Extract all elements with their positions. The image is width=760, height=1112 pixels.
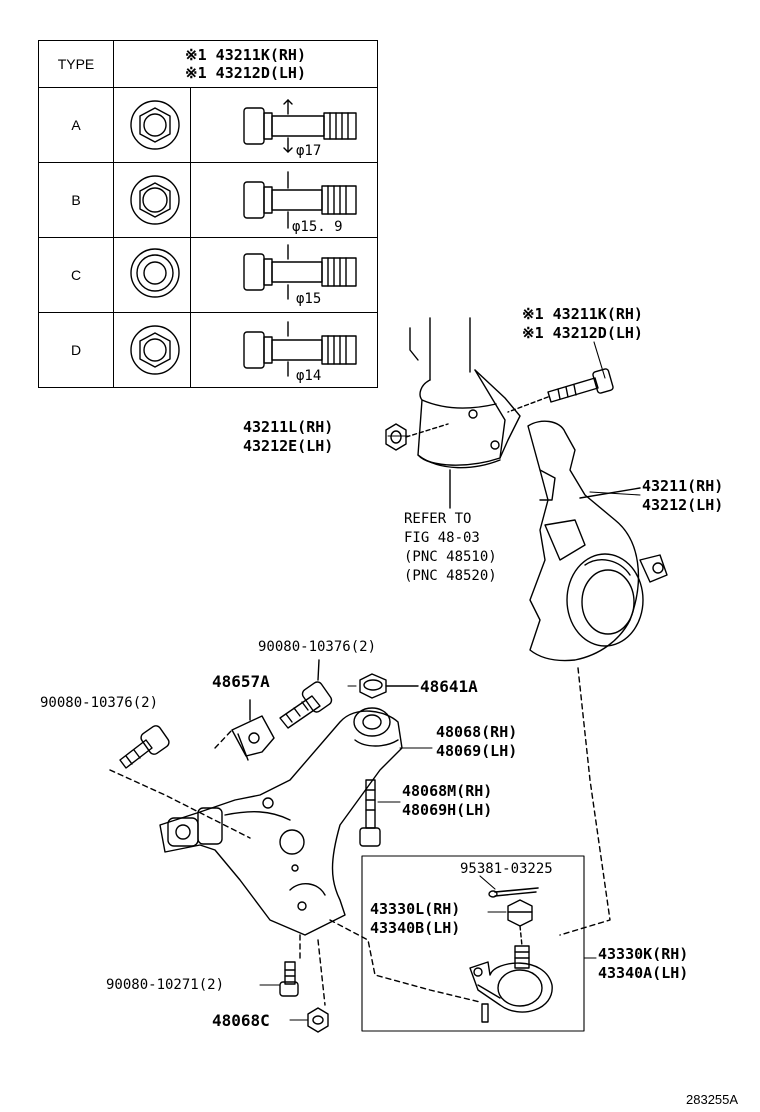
- label-knuckle-43211: 43211(RH) 43212(LH): [642, 477, 723, 515]
- label-ball-joint-rh: 43330K(RH): [598, 945, 689, 963]
- label-bushing-48068: 48068(RH) 48069(LH): [436, 723, 517, 761]
- bracket-48657a-drawing: [231, 699, 275, 761]
- leader-lines: [259, 341, 641, 1021]
- label-ball-joint-lh: 43340A(LH): [598, 964, 689, 982]
- type-c-bolt: [190, 237, 378, 313]
- type-d-head: [113, 312, 191, 388]
- nut-43211l-drawing: [385, 423, 449, 451]
- dim-type-c: φ15: [296, 291, 322, 307]
- label-knuckle-rh: 43211(RH): [642, 477, 724, 495]
- label-bolt-90080-10271: 90080-10271(2): [106, 977, 225, 993]
- label-castle-nut-lh: 43340B(LH): [370, 919, 461, 937]
- type-b-label: B: [38, 162, 114, 238]
- label-castle-nut-43330l: 43330L(RH) 43340B(LH): [370, 900, 460, 938]
- label-bolt-43211k: ※1 43211K(RH) ※1 43212D(LH): [522, 305, 643, 343]
- type-a-label: A: [38, 87, 114, 163]
- label-nut-43212e-lh: 43212E(LH): [243, 437, 334, 455]
- lower-control-arm-drawing: [159, 707, 481, 1006]
- header-part-lh: ※1 43212D(LH): [185, 64, 306, 82]
- refer-line-3: (PNC 48510): [404, 549, 497, 565]
- refer-line-1: REFER TO: [404, 511, 472, 527]
- label-ball-joint-43330k: 43330K(RH) 43340A(LH): [598, 945, 688, 983]
- type-a-head: [113, 87, 191, 163]
- label-refer-to-fig: REFER TO FIG 48-03 (PNC 48510) (PNC 4852…: [404, 510, 497, 586]
- label-bolt-43211k-rh: ※1 43211K(RH): [522, 305, 643, 323]
- bolt-90080-left-drawing: [109, 725, 251, 839]
- label-nut-43211l: 43211L(RH) 43212E(LH): [243, 418, 333, 456]
- label-knuckle-lh: 43212(LH): [642, 496, 724, 514]
- label-bolt-90080-10376-left: 90080-10376(2): [40, 695, 159, 711]
- label-bolt-48069h-lh: 48069H(LH): [402, 801, 493, 819]
- diagram-id: 283255A: [686, 1092, 739, 1107]
- label-nut-48641a: 48641A: [420, 677, 478, 696]
- ball-joint-group-frame: [361, 855, 585, 1032]
- nut-48641a-drawing: [359, 673, 419, 699]
- table-header-type: TYPE: [38, 40, 114, 88]
- type-a-bolt: [190, 87, 378, 163]
- bolt-48068m-drawing: [359, 779, 381, 847]
- label-bushing-rh: 48068(RH): [436, 723, 518, 741]
- table-bolt-sides: [243, 99, 357, 377]
- bolt-type-table: TYPE ※1 43211K(RH) ※1 43212D(LH) A B C D: [38, 40, 378, 388]
- label-bolt-48068m: 48068M(RH) 48069H(LH): [402, 782, 492, 820]
- label-bracket-48657a: 48657A: [212, 672, 270, 691]
- label-bushing-lh: 48069(LH): [436, 742, 518, 760]
- dim-type-a: φ17: [296, 143, 322, 159]
- header-part-rh: ※1 43211K(RH): [185, 46, 306, 64]
- dim-type-b: φ15. 9: [292, 219, 343, 235]
- refer-line-2: FIG 48-03: [404, 530, 480, 546]
- refer-line-4: (PNC 48520): [404, 568, 497, 584]
- label-bolt-90080-10376-top: 90080-10376(2): [258, 639, 377, 655]
- label-castle-nut-rh: 43330L(RH): [370, 900, 461, 918]
- type-d-label: D: [38, 312, 114, 388]
- nut-48068c-drawing: [307, 1007, 329, 1033]
- label-bolt-43212d-lh: ※1 43212D(LH): [522, 324, 643, 342]
- bolt-90080-top-drawing: [279, 659, 333, 729]
- table-hex-heads: [130, 100, 180, 375]
- label-nut-43211l-rh: 43211L(RH): [243, 418, 334, 436]
- bolt-90080-10271-drawing: [279, 961, 299, 997]
- ball-joint-drawing: [469, 887, 553, 1023]
- bolt-43211k-drawing: [507, 368, 614, 413]
- table-header-parts: ※1 43211K(RH) ※1 43212D(LH): [113, 40, 378, 88]
- strut-bracket-drawing: [409, 317, 521, 509]
- label-bolt-48068m-rh: 48068M(RH): [402, 782, 493, 800]
- dim-type-d: φ14: [296, 368, 322, 384]
- label-cotter-pin-95381: 95381-03225: [460, 861, 553, 877]
- label-nut-48068c: 48068C: [212, 1011, 270, 1030]
